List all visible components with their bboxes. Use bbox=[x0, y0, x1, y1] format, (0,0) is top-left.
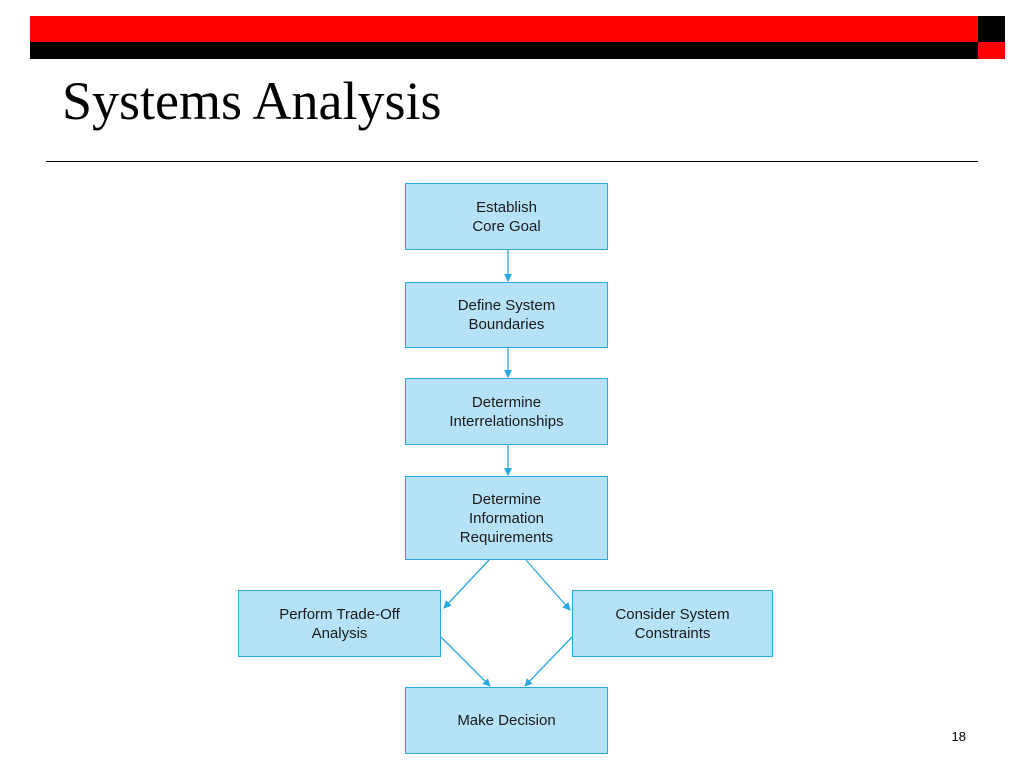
header-banner-red-bar bbox=[30, 16, 978, 42]
node-determine-interrelationships: Determine Interrelationships bbox=[405, 378, 608, 445]
node-consider-system-constraints: Consider System Constraints bbox=[572, 590, 773, 657]
page-number: 18 bbox=[951, 729, 966, 744]
node-perform-trade-off-analysis: Perform Trade-Off Analysis bbox=[238, 590, 441, 657]
header-corner-black-square bbox=[978, 16, 1005, 43]
node-make-decision: Make Decision bbox=[405, 687, 608, 754]
node-determine-information-requirements: Determine Information Requirements bbox=[405, 476, 608, 560]
node-define-system-boundaries: Define System Boundaries bbox=[405, 282, 608, 348]
arrow-constraints-to-decision bbox=[524, 636, 573, 687]
arrow-requirements-to-tradeoff bbox=[443, 559, 490, 609]
arrow-tradeoff-to-decision bbox=[440, 636, 491, 687]
header-banner-black-bar bbox=[30, 42, 978, 59]
header-corner-red-square bbox=[978, 42, 1005, 59]
node-establish-core-goal: Establish Core Goal bbox=[405, 183, 608, 250]
arrow-requirements-to-constraints bbox=[525, 559, 571, 611]
title-divider bbox=[46, 161, 978, 162]
slide-title: Systems Analysis bbox=[62, 71, 442, 131]
